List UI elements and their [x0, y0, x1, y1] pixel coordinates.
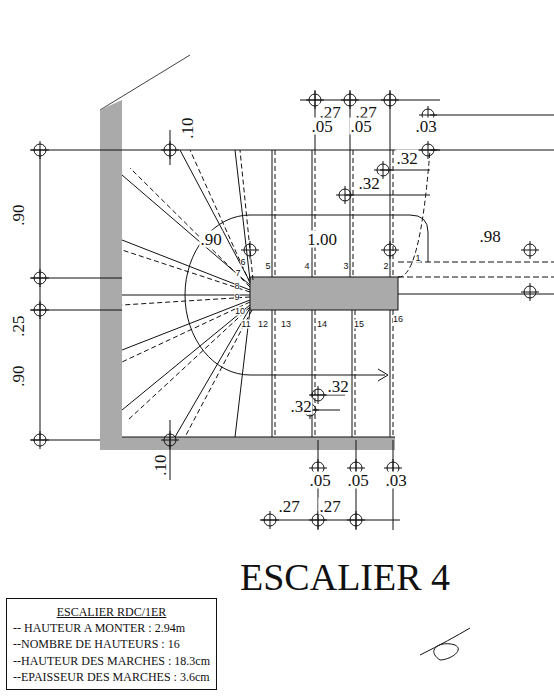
step-number: 16	[393, 315, 403, 324]
spec-line: -- HAUTEUR A MONTER : 2.94m	[13, 620, 210, 636]
drawing-title: ESCALIER 4	[240, 555, 450, 599]
dimension-label: .90	[199, 231, 222, 248]
dimension-label: .10	[152, 453, 169, 476]
spec-line: --HAUTEUR DES MARCHES : 18.3cm	[13, 653, 210, 669]
step-number: 12	[258, 320, 268, 329]
step-number: 7	[235, 269, 240, 278]
spec-line: --NOMBRE DE HAUTEURS : 16	[13, 636, 210, 652]
dimension-label: .98	[478, 228, 501, 245]
dimension-label: .03	[384, 472, 407, 489]
spec-line: --EPAISSEUR DES MARCHES : 3.6cm	[13, 669, 210, 685]
dimension-label: .05	[349, 118, 372, 135]
dimension-label: .32	[289, 398, 312, 415]
box-heading: ESCALIER RDC/1ER	[13, 604, 210, 620]
step-number: 1	[415, 254, 420, 263]
step-number: 8	[234, 282, 239, 291]
dimension-label: .27	[277, 498, 300, 515]
step-number: 10	[235, 307, 245, 316]
dimension-label: .25	[10, 314, 27, 337]
step-number: 3	[343, 262, 348, 271]
step-number: 6	[240, 258, 245, 267]
step-number: 13	[281, 320, 291, 329]
spec-box: ESCALIER RDC/1ER-- HAUTEUR A MONTER : 2.…	[6, 598, 217, 690]
dimension-label: .27	[318, 498, 341, 515]
dimension-label: .32	[326, 378, 349, 395]
dimension-label: .10	[179, 116, 196, 139]
dimension-label: 1.00	[306, 231, 338, 248]
dimension-label: .05	[346, 472, 369, 489]
step-number: 11	[241, 320, 250, 329]
step-number: 9	[234, 293, 239, 302]
dimension-label: .05	[308, 472, 331, 489]
dimension-label: .90	[10, 203, 27, 226]
dimension-label: .32	[357, 175, 380, 192]
dimension-label: .90	[10, 364, 27, 387]
dimension-label: .05	[310, 118, 333, 135]
dimension-label: .32	[395, 150, 418, 167]
step-number: 2	[383, 262, 388, 271]
step-number: 5	[265, 262, 270, 271]
step-number: 15	[354, 320, 364, 329]
step-number: 4	[304, 262, 309, 271]
dimension-label: .03	[414, 118, 437, 135]
step-number: 14	[317, 320, 327, 329]
